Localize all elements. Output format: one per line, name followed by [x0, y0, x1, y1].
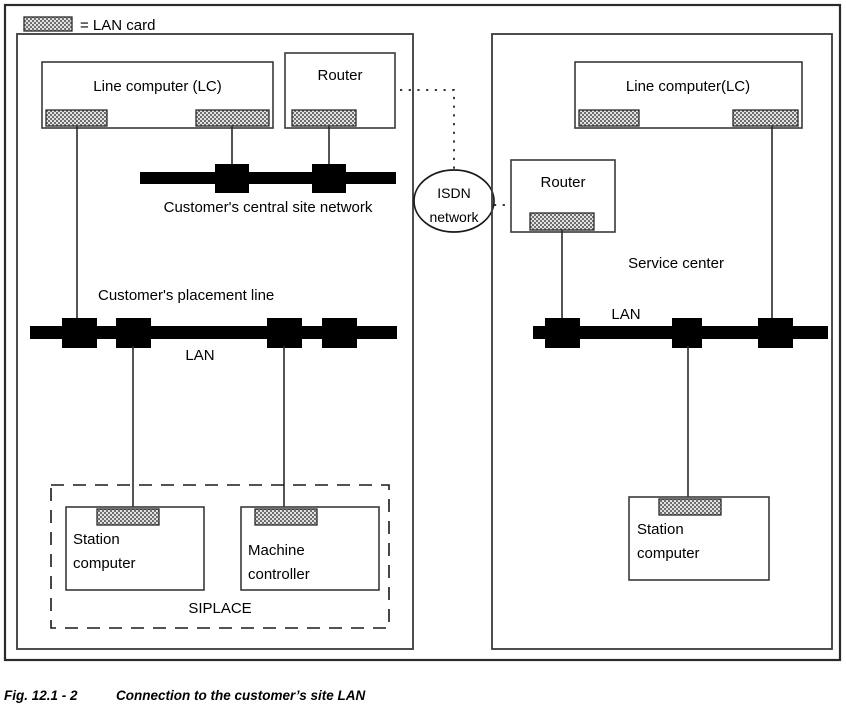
placement-bus-node-3	[267, 318, 302, 348]
right-line-computer-lan-card-left	[578, 109, 640, 127]
machine-controller-label-line1: Machine	[248, 542, 305, 559]
service-bus-node-3	[758, 318, 793, 348]
left-router-label: Router	[317, 67, 362, 84]
service-bus-node-1	[545, 318, 580, 348]
left-station-computer-box[interactable]	[65, 506, 205, 591]
isdn-label-line2: network	[429, 209, 479, 225]
right-router-lan-card	[529, 212, 595, 231]
dotted-wire-left-router-to-isdn	[400, 89, 455, 176]
left-station-computer-lan-card	[96, 508, 160, 526]
legend-label: = LAN card	[80, 17, 155, 34]
service-center-label: Service center	[628, 255, 724, 272]
right-line-computer-label: Line computer(LC)	[626, 78, 750, 95]
service-center-panel	[491, 33, 833, 650]
customer-site-panel	[16, 33, 414, 650]
left-line-computer-lan-card-right	[195, 109, 270, 127]
placement-line-label: Customer's placement line	[98, 287, 274, 304]
placement-bus-node-2	[116, 318, 151, 348]
right-station-computer-label-line1: Station	[637, 521, 684, 538]
left-station-computer-label-line2: computer	[73, 555, 136, 572]
right-station-computer-lan-card	[658, 498, 722, 516]
placement-lan-label: LAN	[185, 347, 214, 364]
isdn-label-line1: ISDN	[437, 185, 470, 201]
service-lan-label: LAN	[611, 306, 640, 323]
service-bus-node-2	[672, 318, 702, 348]
right-line-computer-lan-card-right	[732, 109, 799, 127]
isdn-network-cloud	[413, 169, 495, 233]
placement-bus-node-4	[322, 318, 357, 348]
central-bus-node-2	[312, 164, 346, 193]
left-line-computer-label: Line computer (LC)	[93, 78, 221, 95]
lan-card-swatch	[23, 16, 73, 32]
central-site-network-label: Customer's central site network	[164, 199, 373, 216]
siplace-enclosure	[50, 484, 390, 629]
central-bus-node-1	[215, 164, 249, 193]
central-site-bus	[140, 172, 396, 184]
placement-bus-node-1	[62, 318, 97, 348]
siplace-label: SIPLACE	[188, 600, 251, 617]
left-line-computer-lan-card-left	[45, 109, 108, 127]
left-router-lan-card	[291, 109, 357, 127]
figure-caption-number: Fig. 12.1 - 2	[4, 688, 78, 703]
figure-caption-text: Connection to the customer’s site LAN	[116, 688, 366, 703]
machine-controller-label-line2: controller	[248, 566, 310, 583]
right-router-label: Router	[540, 174, 585, 191]
right-station-computer-label-line2: computer	[637, 545, 700, 562]
figure-outer-frame	[3, 3, 842, 662]
left-station-computer-label-line1: Station	[73, 531, 120, 548]
machine-controller-lan-card	[254, 508, 318, 526]
